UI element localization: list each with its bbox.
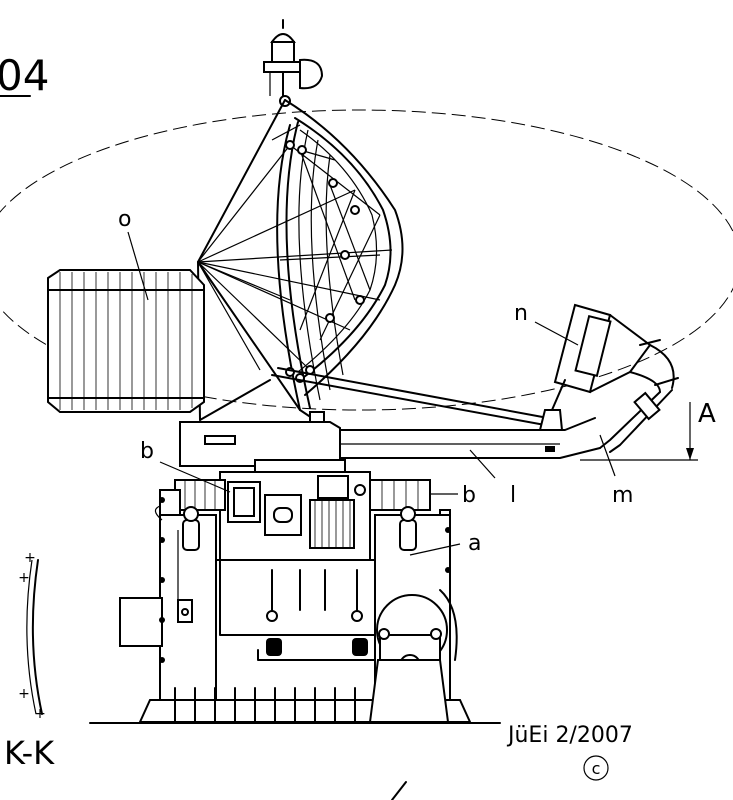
figure-number-text: 04 [0,51,49,100]
label-a: a [468,531,481,556]
label-o: o [118,207,131,232]
boom-arm [179,417,601,467]
label-l: l [510,483,516,508]
partial-stroke [391,781,407,800]
svg-text:+: + [34,706,46,722]
label-m: m [612,483,633,508]
label-b-right: b [462,483,476,508]
beacon-lamp [263,19,324,107]
author-date: JüEi 2/2007 [506,723,633,748]
copyright-mark: c [583,755,609,781]
svg-text:+: + [24,550,36,566]
slotted-counterweight [47,231,205,413]
leader-lines [159,321,616,556]
rotation-envelope-ellipse [0,109,733,411]
copyright-text: c [592,759,601,778]
figure-number: 04 [0,51,49,100]
feed-horn [538,303,679,453]
section-mark: + + + + K-K [4,550,55,772]
antenna-truss [197,99,404,427]
section-mark-text: K-K [4,734,55,772]
svg-text:+: + [18,570,30,586]
label-b-left: b [140,439,154,464]
elevation-dimension-a: A [580,399,716,461]
feed-support-strut [271,374,546,426]
base-housing [89,459,501,724]
label-n: n [514,301,528,326]
label-A: A [698,399,716,429]
svg-text:+: + [18,686,30,702]
